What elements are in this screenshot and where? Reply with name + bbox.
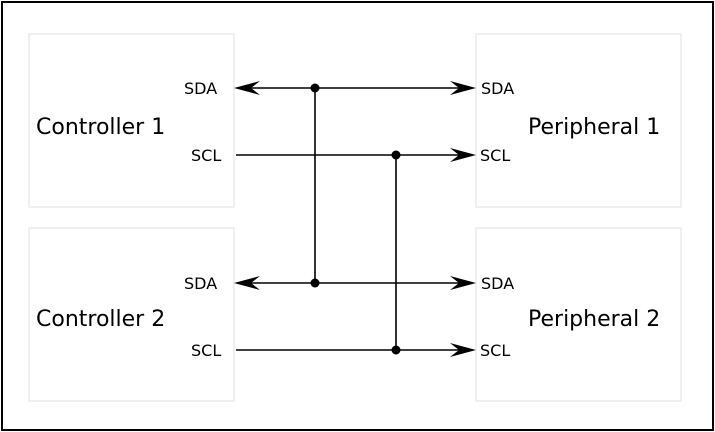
peripheral-2-block: Peripheral 2 SDA SCL [475,227,682,402]
scl-bottom-junction [391,345,401,355]
peripheral-2-sda-label: SDA [481,274,514,293]
controller-1-box [28,33,235,208]
scl-bottom-arrow [450,343,476,357]
peripheral-1-title: Peripheral 1 [528,115,660,140]
peripheral-1-scl-label: SCL [480,146,510,165]
controller-2-scl-label: SCL [191,341,221,360]
peripheral-2-title: Peripheral 2 [528,307,660,332]
controller-1-block: Controller 1 SDA SCL [28,33,235,208]
sda-bottom-left-arrow [234,276,260,290]
peripheral-1-block: Peripheral 1 SDA SCL [475,33,682,208]
scl-bus [236,148,476,357]
controller-1-sda-label: SDA [184,79,217,98]
peripheral-1-box [475,33,682,208]
sda-top-left-arrow [234,81,260,95]
sda-bus [234,81,476,290]
controller-1-title: Controller 1 [36,115,165,140]
peripheral-2-scl-label: SCL [480,341,510,360]
scl-top-junction [391,150,401,160]
controller-2-box [28,227,235,402]
sda-top-junction [310,83,320,93]
sda-bottom-junction [310,278,320,288]
controller-2-sda-label: SDA [184,274,217,293]
sda-top-right-arrow [450,81,476,95]
controller-1-scl-label: SCL [191,146,221,165]
peripheral-2-box [475,227,682,402]
scl-top-arrow [450,148,476,162]
controller-2-title: Controller 2 [36,307,165,332]
peripheral-1-sda-label: SDA [481,79,514,98]
controller-2-block: Controller 2 SDA SCL [28,227,235,402]
sda-bottom-right-arrow [450,276,476,290]
